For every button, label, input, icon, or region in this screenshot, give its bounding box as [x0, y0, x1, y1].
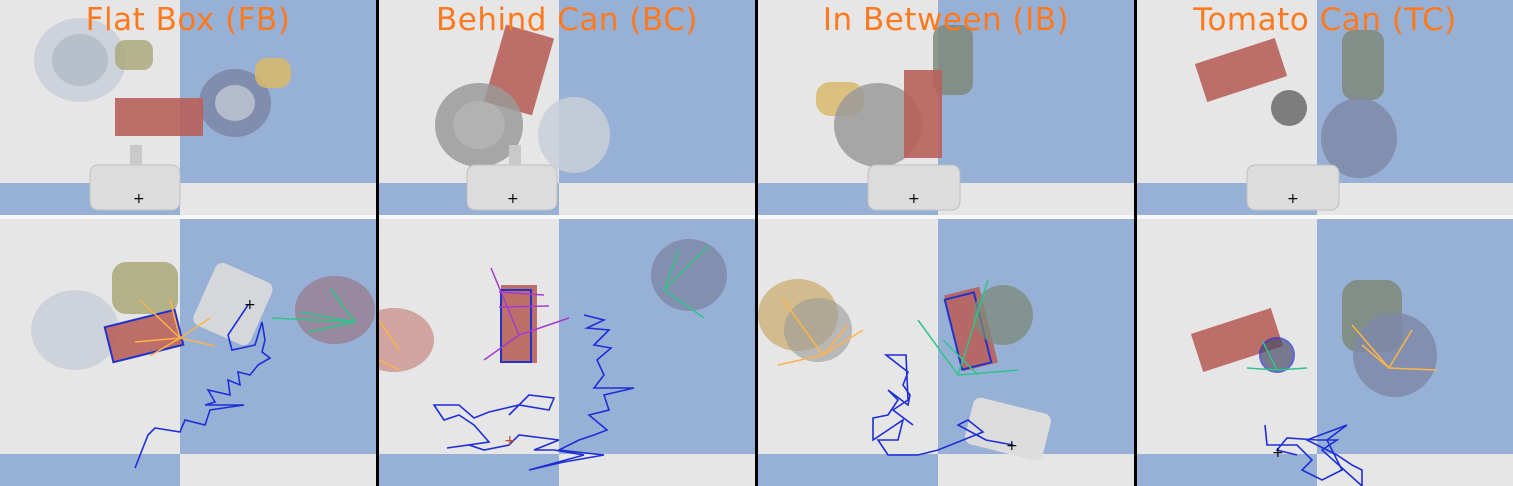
small-can — [115, 40, 153, 70]
svg-text:+: + — [133, 191, 145, 207]
orange-rays — [134, 299, 216, 357]
svg-text:+: + — [507, 191, 519, 207]
panel-behind-can: + + Behind Can (BC) — [379, 0, 755, 486]
svg-text:+: + — [908, 191, 920, 207]
cracker-box — [115, 98, 203, 136]
svg-text:+: + — [504, 433, 516, 449]
panel-flat-box: + + Flat Box (FB) — [0, 0, 376, 486]
scene-illustration: + + — [758, 0, 1134, 486]
scene-illustration: + + — [0, 0, 376, 486]
svg-text:+: + — [244, 297, 256, 313]
panel-title: In Between (IB) — [822, 2, 1070, 38]
panel-in-between: + + In Between (IB) — [758, 0, 1134, 486]
scene-illustration: + + — [1137, 0, 1513, 486]
panel-title: Behind Can (BC) — [436, 2, 698, 38]
svg-text:+: + — [1287, 191, 1299, 207]
scene-illustration: + + — [379, 0, 755, 486]
search-path — [134, 304, 272, 469]
svg-text:+: + — [1272, 445, 1284, 461]
panel-title: Tomato Can (TC) — [1193, 2, 1457, 38]
panel-tomato-can: + + Tomato Can (TC) — [1137, 0, 1513, 486]
panel-title: Flat Box (FB) — [85, 2, 291, 38]
svg-text:+: + — [1006, 438, 1018, 454]
